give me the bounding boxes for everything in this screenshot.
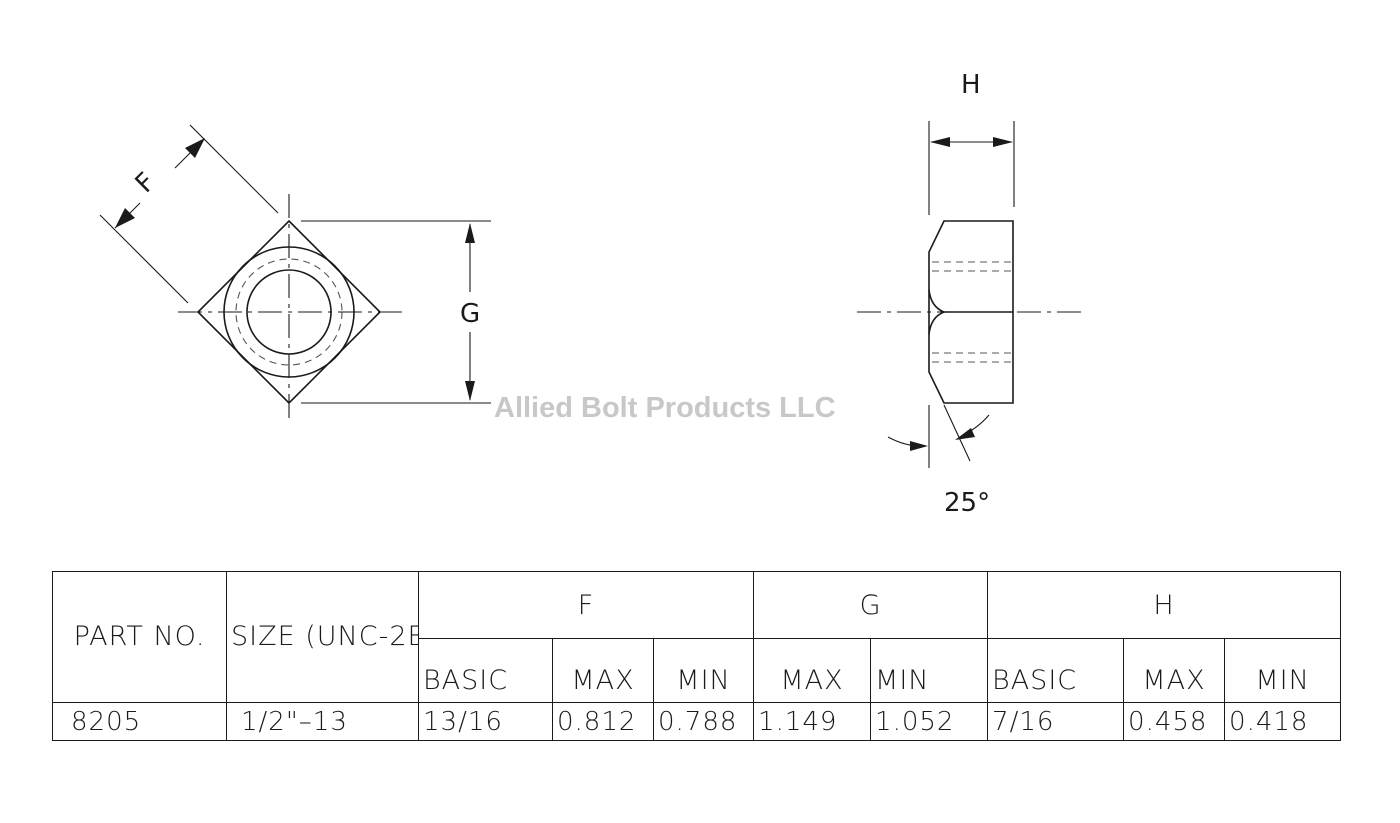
f-dimension-label: F [130, 167, 162, 199]
f-max-header: MAX [552, 638, 654, 703]
size-cell: 1/2"–13 [226, 702, 419, 741]
h-dimension-label: H [961, 70, 981, 100]
f-extension-line-upper [189, 124, 279, 214]
f-arrowhead-lower [115, 208, 135, 228]
g-max-cell: 1.149 [753, 702, 872, 741]
g-min-cell: 1.052 [870, 702, 989, 741]
table-header-row-1: PART NO. SIZE (UNC-2B) F G H [52, 571, 1342, 703]
f-header: F [417, 571, 755, 639]
h-basic-header: BASIC [987, 638, 1125, 703]
f-basic-cell: 13/16 [418, 702, 553, 741]
table-header-row-2: BASIC MAX MIN MAX MIN BASIC MAX MIN [53, 638, 1342, 703]
watermark-text: Allied Bolt Products LLC [494, 392, 836, 424]
chamfer-arrowhead-right [955, 428, 975, 440]
chamfer-arrowhead-left [910, 441, 928, 451]
h-arrowhead-left [930, 137, 950, 147]
h-max-header: MAX [1123, 638, 1226, 703]
h-basic-cell: 7/16 [987, 702, 1125, 741]
size-header: SIZE (UNC-2B) [226, 571, 419, 703]
side-view-nut [857, 220, 1082, 404]
h-arrowhead-right [993, 137, 1013, 147]
chamfer-angle-dimension: 25° [887, 404, 990, 518]
g-min-header: MIN [870, 638, 989, 703]
f-extension-line-lower [99, 214, 189, 304]
dimension-g: G [301, 220, 491, 404]
h-max-cell: 0.458 [1123, 702, 1226, 741]
side-view-outline [928, 220, 1014, 404]
f-min-header: MIN [652, 638, 755, 703]
h-min-cell: 0.418 [1224, 702, 1342, 741]
g-header: G [753, 571, 989, 639]
table-row: 8205 1/2"–13 13/16 0.812 0.788 1.149 1.0… [52, 702, 1342, 741]
g-dimension-label: G [460, 299, 480, 329]
part-no-header: PART NO. [52, 571, 227, 703]
f-basic-header: BASIC [418, 638, 553, 703]
chamfer-extension-line-angled [943, 404, 971, 462]
f-min-cell: 0.788 [652, 702, 755, 741]
g-arrowhead-top [465, 223, 475, 243]
g-arrowhead-bottom [465, 381, 475, 401]
dimension-h: H [928, 70, 1015, 215]
h-header: H [987, 571, 1342, 639]
h-min-header: MIN [1224, 638, 1342, 703]
g-max-header: MAX [753, 638, 872, 703]
chamfer-angle-label: 25° [944, 488, 990, 518]
part-no-cell: 8205 [52, 702, 227, 741]
top-view-square-nut [178, 194, 402, 422]
specification-table: PART NO. SIZE (UNC-2B) F G H BASIC MAX M… [52, 571, 1342, 741]
f-max-cell: 0.812 [552, 702, 654, 741]
dimension-f: F [99, 124, 279, 304]
f-arrowhead-upper [185, 138, 205, 158]
